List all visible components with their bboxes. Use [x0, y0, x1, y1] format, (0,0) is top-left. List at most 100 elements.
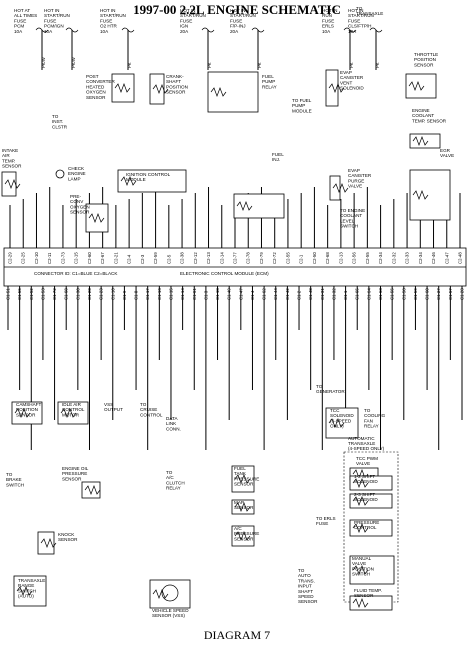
ecm-top-pin: C2-10	[34, 252, 39, 264]
fuse-wire-color: PK	[375, 62, 380, 68]
fuse-wire-color: PK	[257, 62, 262, 68]
crankshaft-sensor-symbol	[149, 73, 165, 105]
ecm-top-pin: C2-29	[8, 252, 13, 264]
ecm-top-pin: C2-15	[74, 252, 79, 264]
shift-1-2-symbol	[349, 475, 393, 491]
ecm-top-pin: C2-14	[219, 252, 224, 264]
fuse-wire-color: PK/W	[71, 57, 76, 68]
fuse-wire-color: PK/W	[41, 57, 46, 68]
ecm-top-pin: C2-1	[299, 254, 304, 264]
lamp-icon	[55, 169, 65, 179]
fuel-tank-pressure-symbol	[231, 465, 255, 493]
ecm-top-pin: C2-33	[405, 252, 410, 264]
ecm-top-pin: C2-34	[378, 252, 383, 264]
ecm-top-pin: C2-5	[166, 254, 171, 264]
fluid-temp-sensor: FLUID TEMP.SENSOR	[349, 588, 393, 611]
ac-pressure-sensor-symbol	[231, 525, 255, 547]
ecm-top-pin: C2-55	[365, 252, 370, 264]
ecm-top-pin: C2-68	[325, 252, 330, 264]
ecm-top-pin: C2-67	[100, 252, 105, 264]
manual-valve-switch-symbol	[349, 555, 395, 585]
knock-sensor-symbol	[37, 531, 55, 555]
ecm-top-pin: C2-12	[193, 252, 198, 264]
ecm-top-pin: C2-38	[180, 252, 185, 264]
ecm-top-pin: C2-59	[153, 252, 158, 264]
ecm-top-pin: C2-79	[259, 252, 264, 264]
diagram-title: 1997-00 2.2L ENGINE SCHEMATIC	[133, 2, 341, 17]
ecm-top-pin: C2-55	[285, 252, 290, 264]
fuse-wire-color: PK	[127, 62, 132, 68]
coolant-temp-sensor-symbol	[409, 133, 441, 149]
ecm-top-pin: C2-73	[60, 252, 65, 264]
ecm-top-pin: C2-78	[246, 252, 251, 264]
fuse-wire-color: PK	[349, 62, 354, 68]
ecm-top-pin: C2-56	[352, 252, 357, 264]
fuel-pump-relay-symbol	[207, 71, 259, 113]
post-o2-sensor-symbol	[111, 73, 135, 103]
ecm-top-pin: C2-32	[391, 252, 396, 264]
egr-valve-symbol	[409, 169, 451, 221]
iat-sensor-symbol	[1, 171, 17, 197]
evap-purge-valve-symbol	[329, 175, 341, 201]
fuse-wire-color: PK	[207, 62, 212, 68]
ecm-top-pin: C2-21	[113, 252, 118, 264]
ecm-top-pin: C2-72	[272, 252, 277, 264]
ecm-top-pin: C2-46	[431, 252, 436, 264]
pressure-control-symbol	[349, 519, 393, 537]
fluid-temp-sensor-label: FLUID TEMP.SENSOR	[354, 588, 382, 598]
